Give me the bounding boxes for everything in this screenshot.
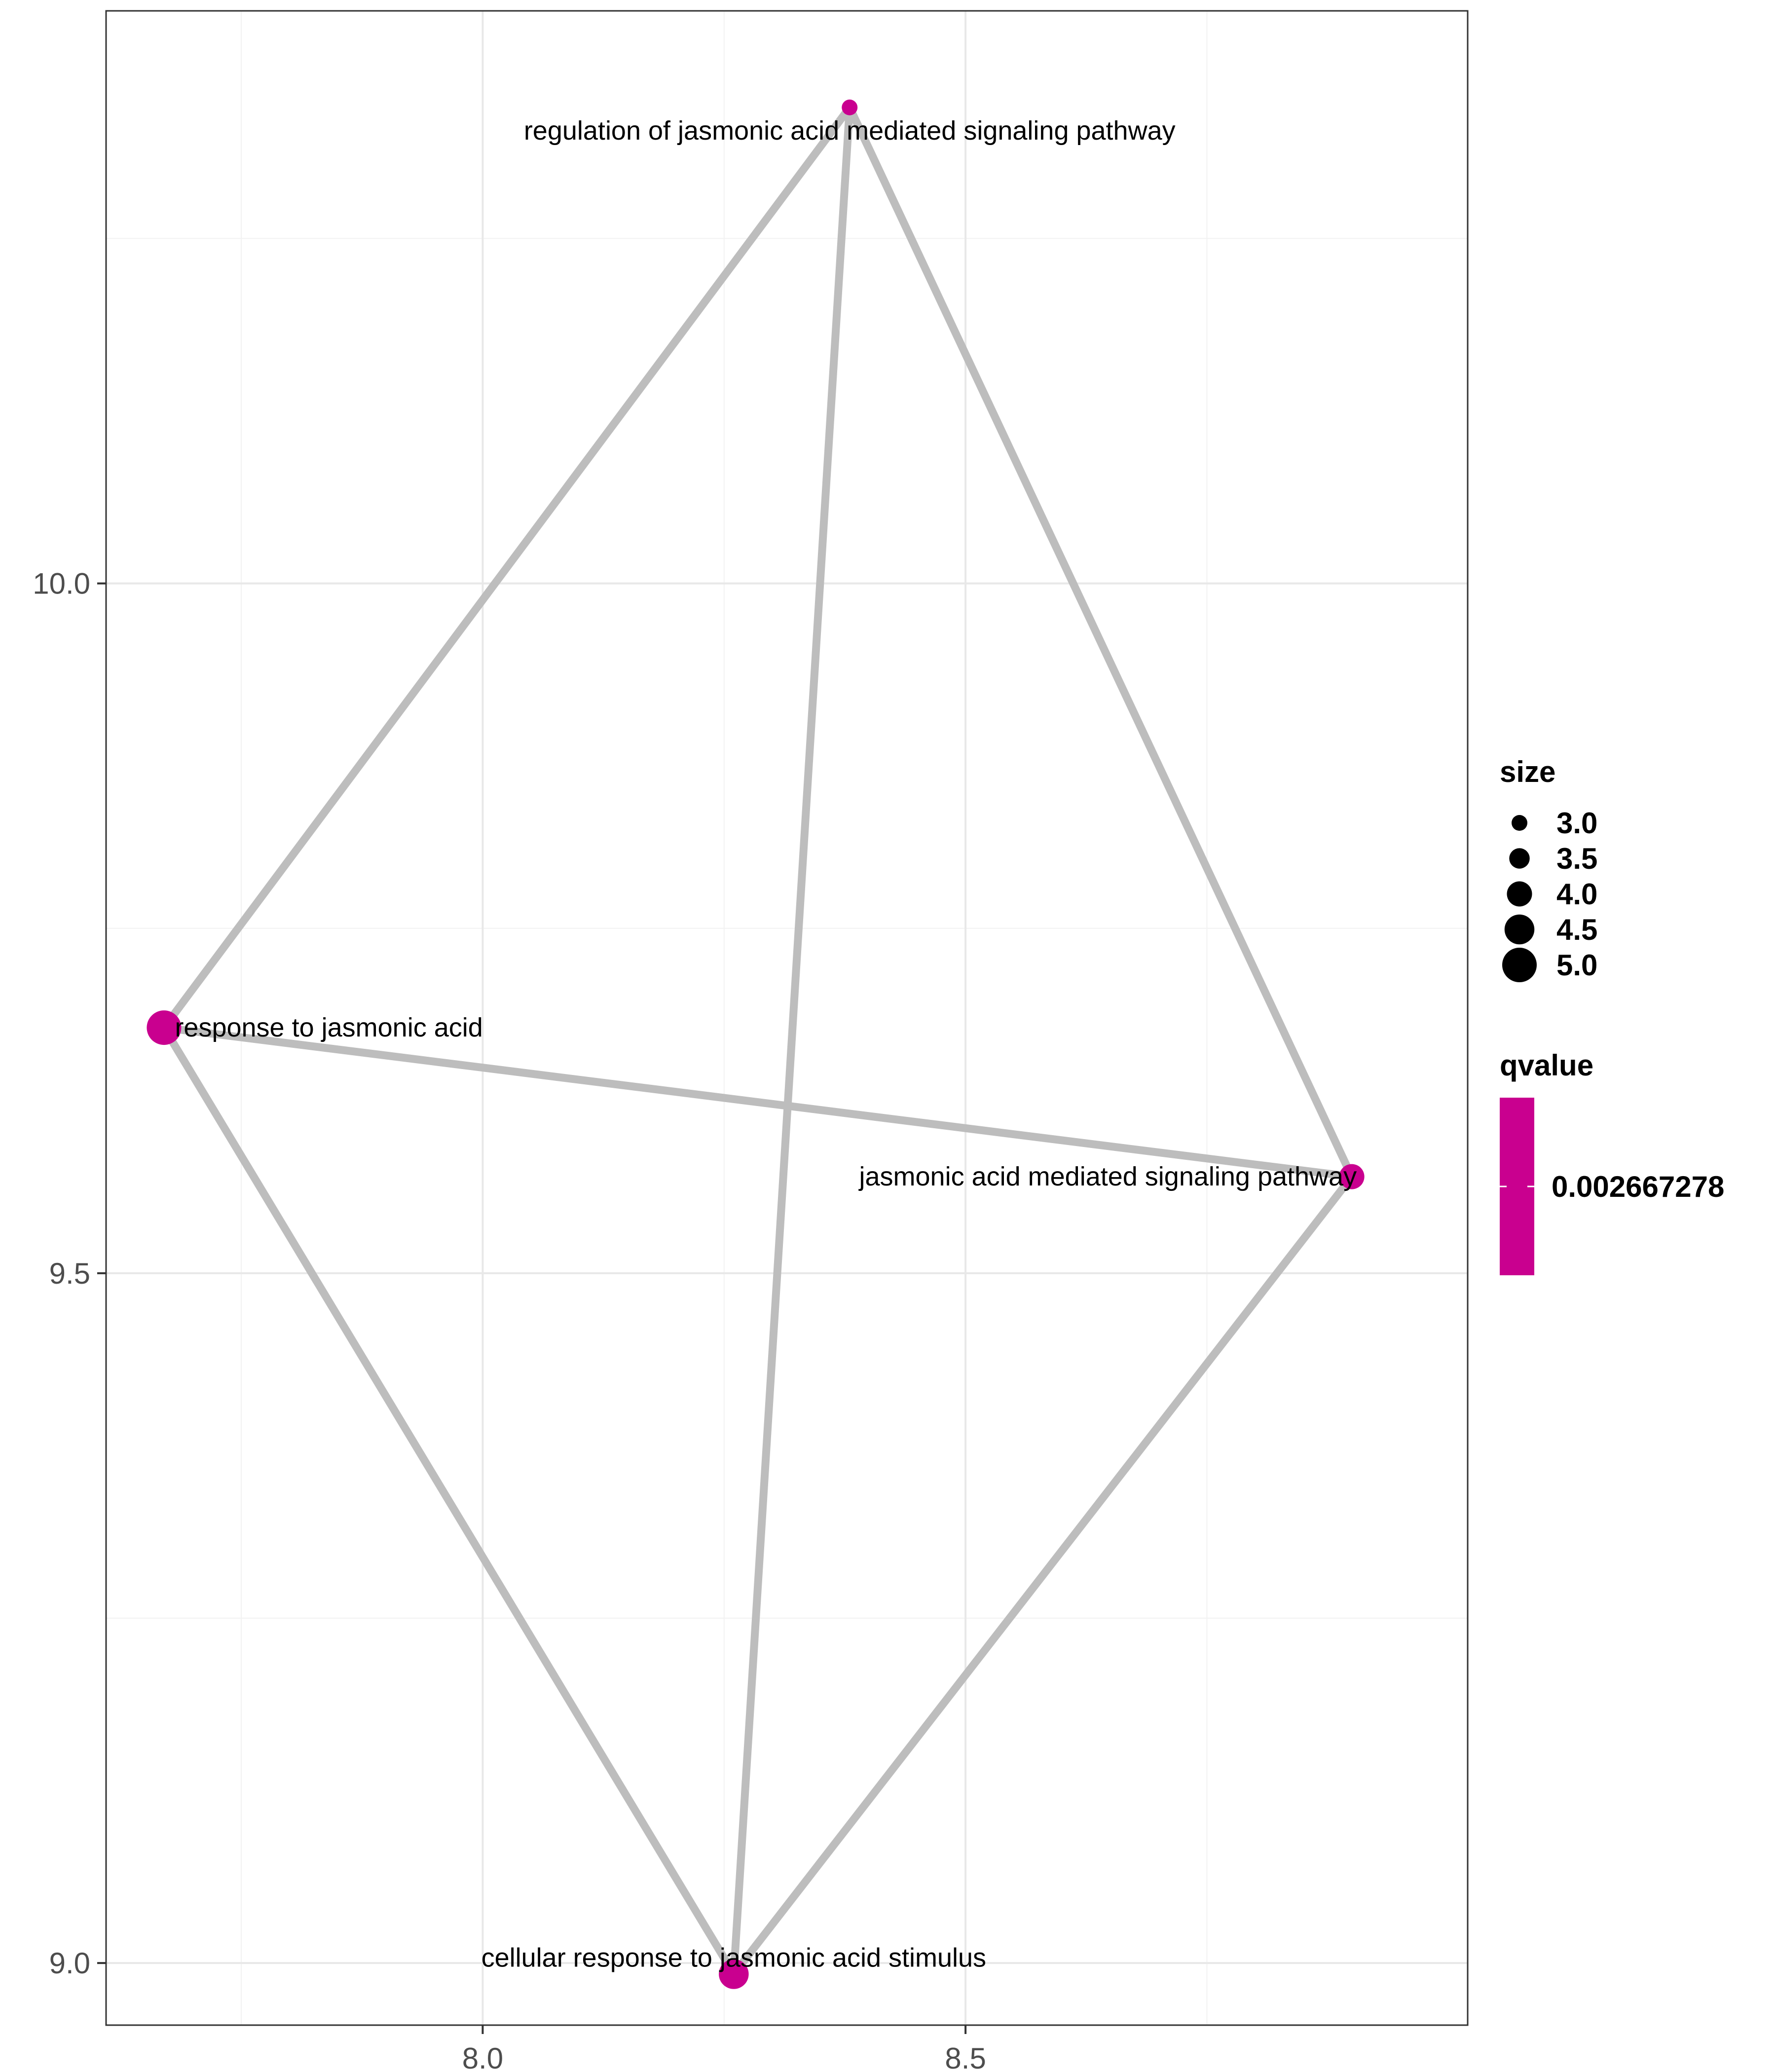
legend-qvalue-label: 0.002667278 bbox=[1552, 1170, 1724, 1203]
plot-panel-background bbox=[106, 11, 1468, 2025]
nodes bbox=[147, 99, 1365, 1989]
node-ja bbox=[1339, 1164, 1365, 1189]
legend-size-label: 5.0 bbox=[1556, 949, 1597, 982]
axes: 8.0 8.5 9.0 9.5 10.0 bbox=[33, 567, 986, 2072]
legend-size-label: 4.5 bbox=[1556, 913, 1597, 946]
edges bbox=[160, 103, 1356, 1978]
legend-size-key bbox=[1512, 815, 1527, 831]
legend-size-label: 3.0 bbox=[1556, 807, 1597, 840]
legend-size-key bbox=[1502, 948, 1537, 982]
legend-size-title: size bbox=[1500, 755, 1555, 788]
legend-size-key bbox=[1504, 914, 1535, 945]
edge-resp-cell bbox=[160, 1024, 738, 1978]
x-tick-label: 8.0 bbox=[462, 2042, 503, 2072]
legend-size-label: 4.0 bbox=[1556, 878, 1597, 911]
edge-reg-cell bbox=[730, 103, 854, 1978]
legend-size-key bbox=[1507, 881, 1532, 907]
legend-size-key bbox=[1509, 848, 1530, 869]
node-label-cell: cellular response to jasmonic acid stimu… bbox=[481, 1943, 986, 1973]
node-reg bbox=[842, 99, 858, 115]
y-tick-label: 9.0 bbox=[49, 1947, 90, 1980]
node-cell bbox=[719, 1959, 749, 1989]
x-tick-label: 8.5 bbox=[945, 2042, 986, 2072]
plot-panel-border bbox=[105, 10, 1469, 2026]
node-labels: regulation of jasmonic acid mediated sig… bbox=[175, 116, 1357, 1973]
edge-ja-cell bbox=[730, 1173, 1356, 1978]
legend-qvalue-title: qvalue bbox=[1500, 1049, 1593, 1082]
edge-resp-ja bbox=[160, 1024, 1356, 1181]
legend-size-label: 3.5 bbox=[1556, 842, 1597, 875]
node-resp bbox=[147, 1010, 182, 1045]
edge-reg-ja bbox=[846, 103, 1356, 1181]
node-label-ja: jasmonic acid mediated signaling pathway bbox=[858, 1162, 1357, 1191]
y-tick-label: 10.0 bbox=[33, 567, 90, 600]
y-tick-label: 9.5 bbox=[49, 1257, 90, 1290]
node-label-resp: response to jasmonic acid bbox=[175, 1013, 482, 1042]
node-label-reg: regulation of jasmonic acid mediated sig… bbox=[524, 116, 1176, 146]
edge-reg-resp bbox=[160, 103, 854, 1032]
